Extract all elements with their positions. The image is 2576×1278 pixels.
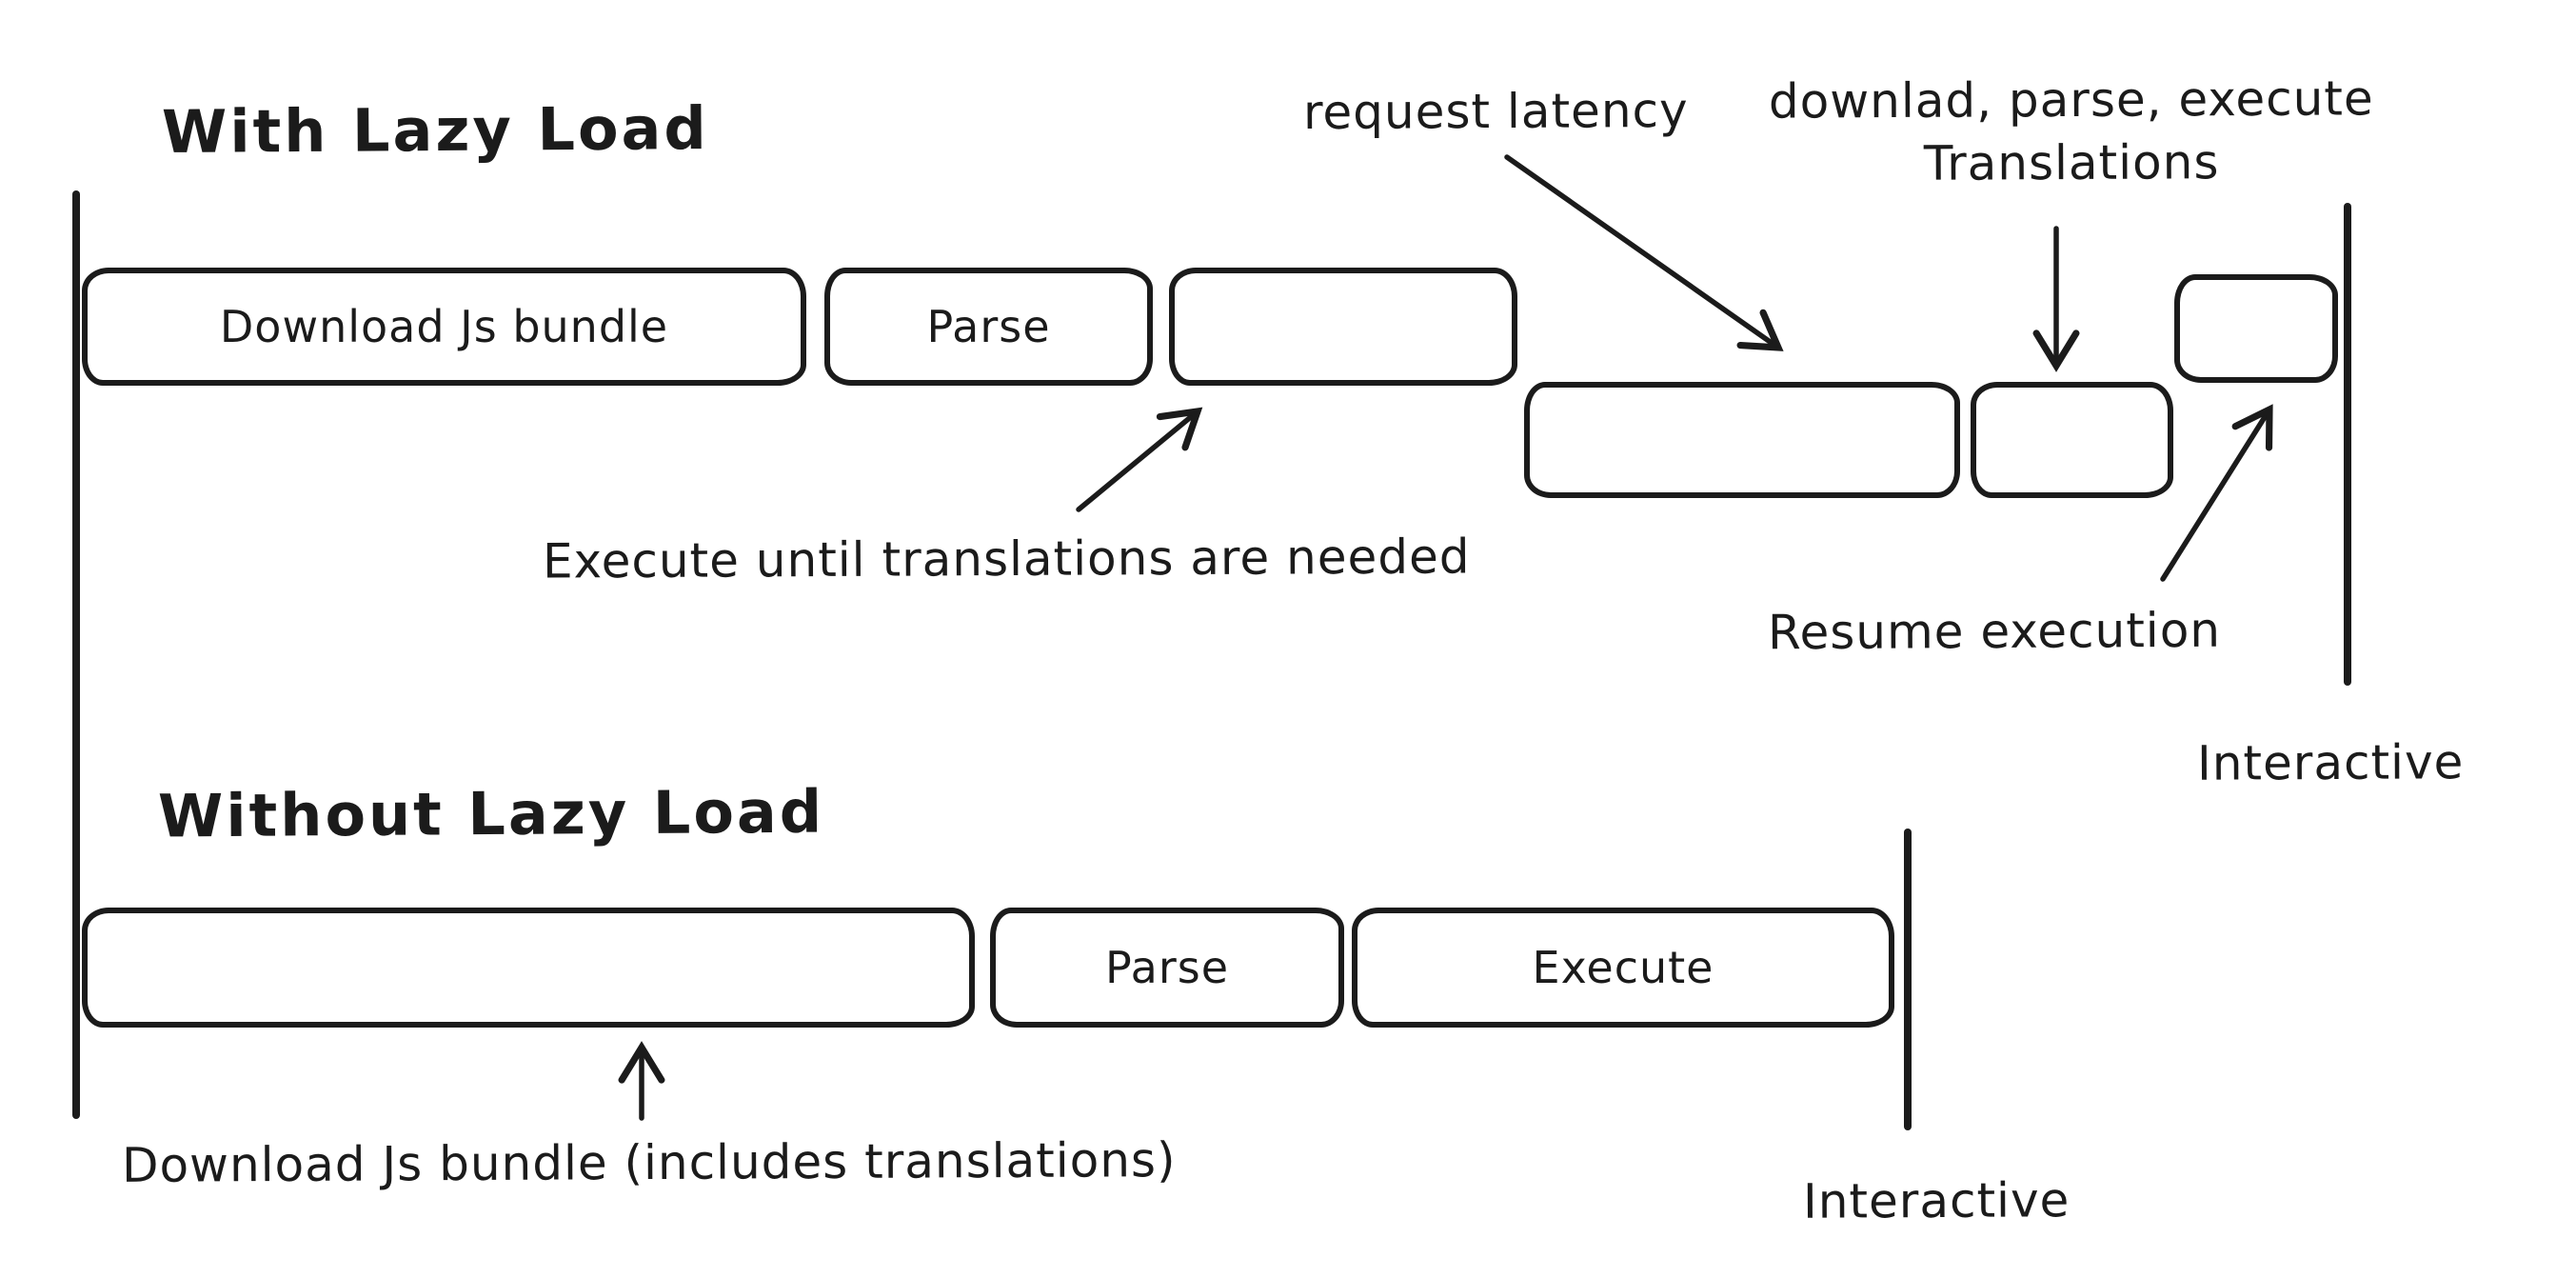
label-download-parse-execute-translations: downlad, parse, execute Translations [1762, 67, 2382, 195]
label-interactive-lazy: Interactive [2196, 734, 2465, 791]
box-download-parse-execute-translations [1971, 382, 2173, 498]
interactive-line-full [1904, 829, 1912, 1130]
label-line-2: Translations [1923, 134, 2220, 191]
box-parse-full: Parse [990, 908, 1344, 1028]
section-title-without-lazy-load: Without Lazy Load [157, 776, 825, 851]
box-label: Execute [1532, 942, 1714, 993]
box-label: Parse [926, 301, 1051, 352]
box-label: Parse [1104, 942, 1230, 993]
arrow-resume-execution [2160, 404, 2273, 582]
timeline-start-line [72, 190, 80, 1119]
box-download-js-bundle-full [82, 908, 975, 1028]
label-request-latency: request latency [1302, 82, 1689, 141]
box-request-latency-wait [1524, 382, 1960, 498]
label-download-bundle-includes-translations: Download Js bundle (includes translation… [121, 1132, 1177, 1193]
box-execute-full: Execute [1352, 908, 1894, 1028]
box-label: Download Js bundle [219, 301, 669, 352]
label-interactive-full: Interactive [1802, 1172, 2071, 1229]
label-line-1: downlad, parse, execute [1768, 70, 2374, 130]
section-title-with-lazy-load: With Lazy Load [161, 92, 710, 168]
label-resume-execution: Resume execution [1767, 602, 2222, 661]
label-execute-until-translations: Execute until translations are needed [542, 529, 1471, 589]
arrow-execute-until [1076, 407, 1203, 512]
box-execute-until-translations [1169, 268, 1517, 386]
box-parse-lazy: Parse [824, 268, 1153, 386]
arrow-request-latency [1504, 154, 1784, 351]
box-download-js-bundle: Download Js bundle [82, 268, 806, 386]
box-resume-execution [2174, 274, 2338, 383]
interactive-line-lazy [2344, 203, 2351, 686]
